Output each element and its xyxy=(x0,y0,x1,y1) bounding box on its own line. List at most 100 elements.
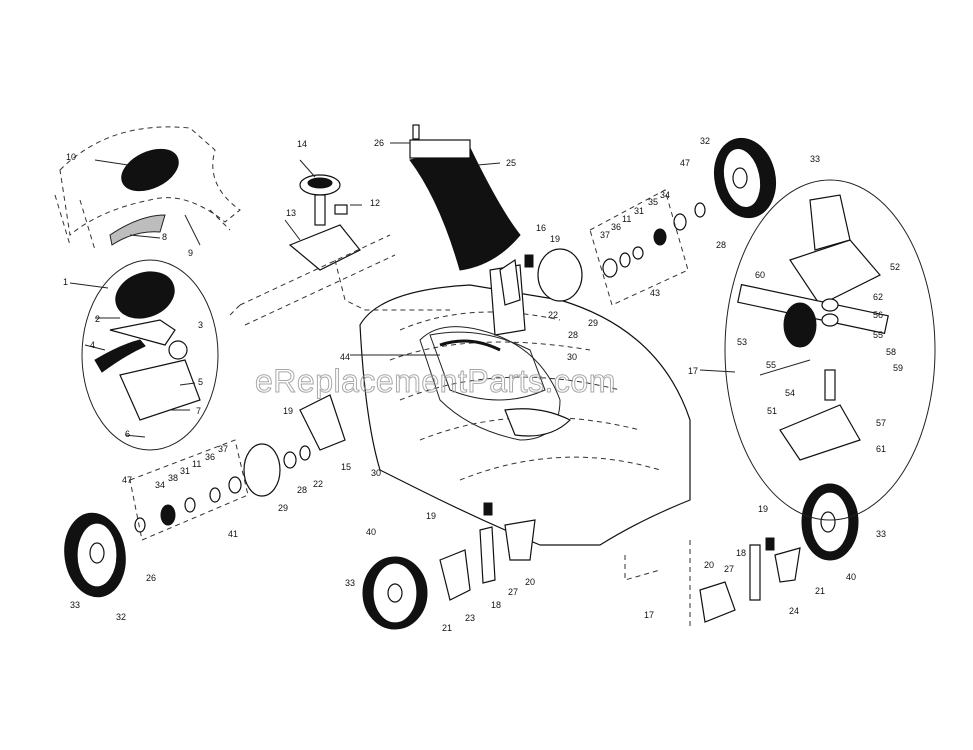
callout-12: 12 xyxy=(370,198,380,208)
callout-26: 26 xyxy=(374,138,384,148)
callout-55: 55 xyxy=(766,360,776,370)
callout-9: 9 xyxy=(188,248,193,258)
callout-18: 18 xyxy=(736,548,746,558)
callout-20: 20 xyxy=(704,560,714,570)
callout-51: 51 xyxy=(767,406,777,416)
callout-52: 52 xyxy=(890,262,900,272)
callout-28: 28 xyxy=(568,330,578,340)
pulley-gearbox xyxy=(229,159,396,326)
callout-22: 22 xyxy=(548,310,558,320)
callout-59: 59 xyxy=(893,363,903,373)
callout-36: 36 xyxy=(205,452,215,462)
mower-deck xyxy=(350,264,691,546)
callout-38: 38 xyxy=(168,473,178,483)
callout-56: 56 xyxy=(873,310,883,320)
callout-22: 22 xyxy=(313,479,323,489)
callout-14: 14 xyxy=(297,139,307,149)
callout-2: 2 xyxy=(95,314,100,324)
callout-40: 40 xyxy=(366,527,376,537)
callout-30: 30 xyxy=(371,468,381,478)
wheel-bottom-right xyxy=(801,483,859,561)
callout-33: 33 xyxy=(876,529,886,539)
callout-15: 15 xyxy=(341,462,351,472)
callout-28: 28 xyxy=(297,485,307,495)
callout-8: 8 xyxy=(162,232,167,242)
callout-34: 34 xyxy=(155,480,165,490)
control-bail-part xyxy=(121,148,179,192)
grass-bag xyxy=(390,124,521,271)
callout-55: 55 xyxy=(873,330,883,340)
callout-37: 37 xyxy=(218,444,228,454)
handle-assembly xyxy=(54,126,241,251)
callout-34: 34 xyxy=(660,190,670,200)
control-detail-inset xyxy=(69,259,219,451)
callout-19: 19 xyxy=(426,511,436,521)
gear-drive-inset xyxy=(699,179,936,521)
callout-27: 27 xyxy=(724,564,734,574)
callout-21: 21 xyxy=(815,586,825,596)
callout-29: 29 xyxy=(588,318,598,328)
callout-60: 60 xyxy=(755,270,765,280)
callout-54: 54 xyxy=(785,388,795,398)
callout-5: 5 xyxy=(198,377,203,387)
callout-28: 28 xyxy=(716,240,726,250)
height-adjuster-parts xyxy=(439,502,801,630)
callout-4: 4 xyxy=(90,340,95,350)
callout-13: 13 xyxy=(286,208,296,218)
callout-10: 10 xyxy=(66,152,76,162)
wheel-bottom-center xyxy=(362,556,428,630)
callout-36: 36 xyxy=(611,222,621,232)
callout-47: 47 xyxy=(122,475,132,485)
callout-61: 61 xyxy=(876,444,886,454)
callout-25: 25 xyxy=(506,158,516,168)
callout-1: 1 xyxy=(63,277,68,287)
bearing-series-top xyxy=(499,189,706,306)
callout-47: 47 xyxy=(680,158,690,168)
callout-21: 21 xyxy=(442,623,452,633)
bail-clip-part xyxy=(109,214,166,246)
callout-31: 31 xyxy=(180,466,190,476)
callout-44: 44 xyxy=(340,352,350,362)
wheel-top-right xyxy=(713,137,777,219)
control-handle-part xyxy=(115,271,175,319)
callout-17: 17 xyxy=(644,610,654,620)
callout-32: 32 xyxy=(700,136,710,146)
callout-35: 35 xyxy=(648,197,658,207)
callout-labels: 10 8 9 1 2 3 4 5 7 6 14 12 13 26 25 16 1… xyxy=(63,136,903,633)
callout-32: 32 xyxy=(116,612,126,622)
callout-33: 33 xyxy=(70,600,80,610)
callout-37: 37 xyxy=(600,230,610,240)
callout-18: 18 xyxy=(491,600,501,610)
callout-7: 7 xyxy=(196,406,201,416)
callout-27: 27 xyxy=(508,587,518,597)
callout-24: 24 xyxy=(789,606,799,616)
callout-17: 17 xyxy=(688,366,698,376)
callout-41: 41 xyxy=(228,529,238,539)
callout-33: 33 xyxy=(810,154,820,164)
callout-29: 29 xyxy=(278,503,288,513)
callout-6: 6 xyxy=(125,429,130,439)
callout-53: 53 xyxy=(737,337,747,347)
callout-19: 19 xyxy=(550,234,560,244)
wheel-left xyxy=(64,512,126,598)
callout-19: 19 xyxy=(758,504,768,514)
callout-40: 40 xyxy=(846,572,856,582)
callout-16: 16 xyxy=(536,223,546,233)
callout-11: 11 xyxy=(622,214,631,224)
callout-11: 11 xyxy=(192,459,201,469)
callout-43: 43 xyxy=(650,288,660,298)
callout-57: 57 xyxy=(876,418,886,428)
callout-26: 26 xyxy=(146,573,156,583)
callout-33: 33 xyxy=(345,578,355,588)
callout-19: 19 xyxy=(283,406,293,416)
callout-20: 20 xyxy=(525,577,535,587)
watermark-text: eReplacementParts.com xyxy=(255,363,616,399)
bearing-series-left xyxy=(129,394,346,541)
callout-30: 30 xyxy=(567,352,577,362)
callout-62: 62 xyxy=(873,292,883,302)
callout-23: 23 xyxy=(465,613,475,623)
callout-3: 3 xyxy=(198,320,203,330)
callout-58: 58 xyxy=(886,347,896,357)
callout-31: 31 xyxy=(634,206,644,216)
